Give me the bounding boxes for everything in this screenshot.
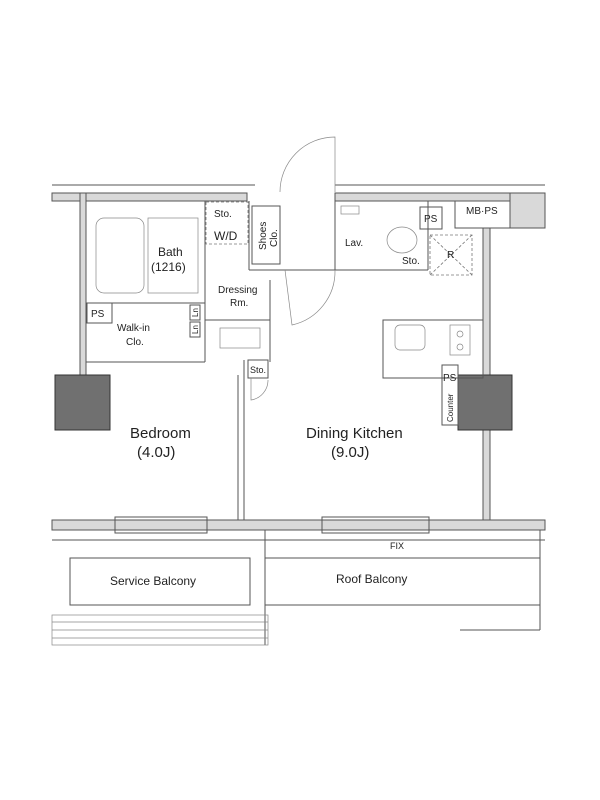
dining-kitchen-label: Dining Kitchen [306, 425, 403, 442]
bedroom-size: (4.0J) [137, 444, 175, 461]
dressing-room-label-2: Rm. [230, 298, 248, 309]
roof-balcony-label: Roof Balcony [336, 572, 407, 586]
doors [250, 136, 336, 401]
shoes-closet-label-2: Clo. [269, 229, 280, 247]
counter-label: Counter [446, 393, 455, 422]
sto-mid-label: Sto. [250, 365, 266, 375]
bedroom-label: Bedroom [130, 425, 191, 442]
refrigerator-label: R [447, 250, 454, 261]
ps-top-label: PS [424, 214, 438, 225]
service-balcony-label: Service Balcony [110, 574, 196, 588]
partitions [86, 200, 511, 520]
column-right [457, 374, 513, 431]
ps-kitchen-label: PS [443, 373, 457, 384]
walk-in-closet-label-2: Clo. [126, 337, 144, 348]
ps-left-label: PS [91, 309, 105, 320]
sto-label: Sto. [214, 209, 232, 220]
sto-lav-label: Sto. [402, 256, 420, 267]
mb-ps-label: MB·PS [466, 206, 498, 217]
washer-dryer-label: W/D [214, 229, 238, 243]
dining-kitchen-size: (9.0J) [331, 444, 369, 461]
walk-in-closet-label: Walk-in [117, 323, 150, 334]
linen-label-1: Ln [191, 308, 200, 317]
shoes-closet-label: Shoes [258, 222, 269, 250]
column-left [54, 374, 111, 431]
lavatory-label: Lav. [345, 238, 363, 249]
balcony [51, 516, 545, 646]
fix-window-label: FIX [390, 541, 404, 551]
dressing-room-label: Dressing [218, 285, 257, 296]
linen-label-2: Ln [191, 325, 200, 334]
walls [51, 184, 546, 531]
bath-label: Bath [158, 245, 183, 259]
bath-size: (1216) [151, 260, 186, 274]
